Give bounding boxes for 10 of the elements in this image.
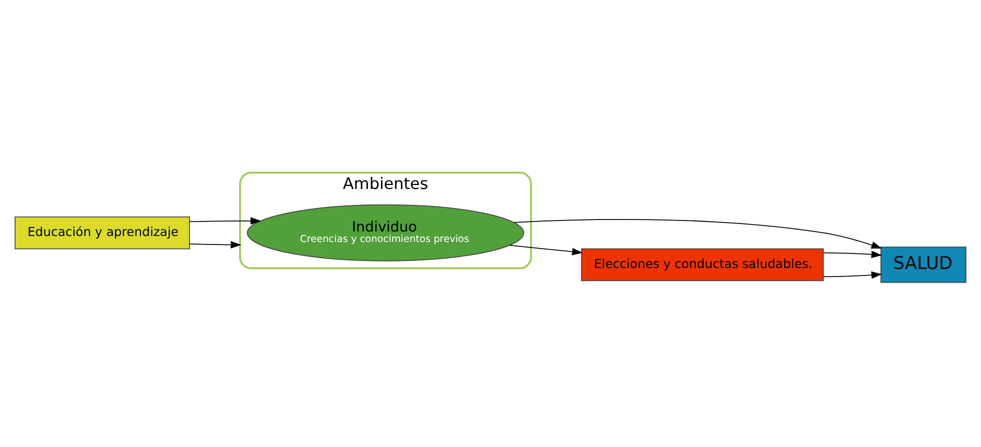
node-box: Elecciones y conductas saludables. bbox=[581, 248, 824, 281]
node-box: Educación y aprendizaje bbox=[14, 216, 190, 249]
arrow bbox=[514, 218, 882, 248]
arrow bbox=[189, 240, 242, 248]
node-ellipse: Individuo Creencias y conocimientos previos bbox=[246, 204, 524, 261]
arrow bbox=[823, 250, 882, 258]
node-box: SALUD bbox=[880, 246, 966, 282]
arrow bbox=[509, 244, 583, 255]
arrow bbox=[189, 216, 262, 224]
arrow bbox=[823, 270, 882, 278]
